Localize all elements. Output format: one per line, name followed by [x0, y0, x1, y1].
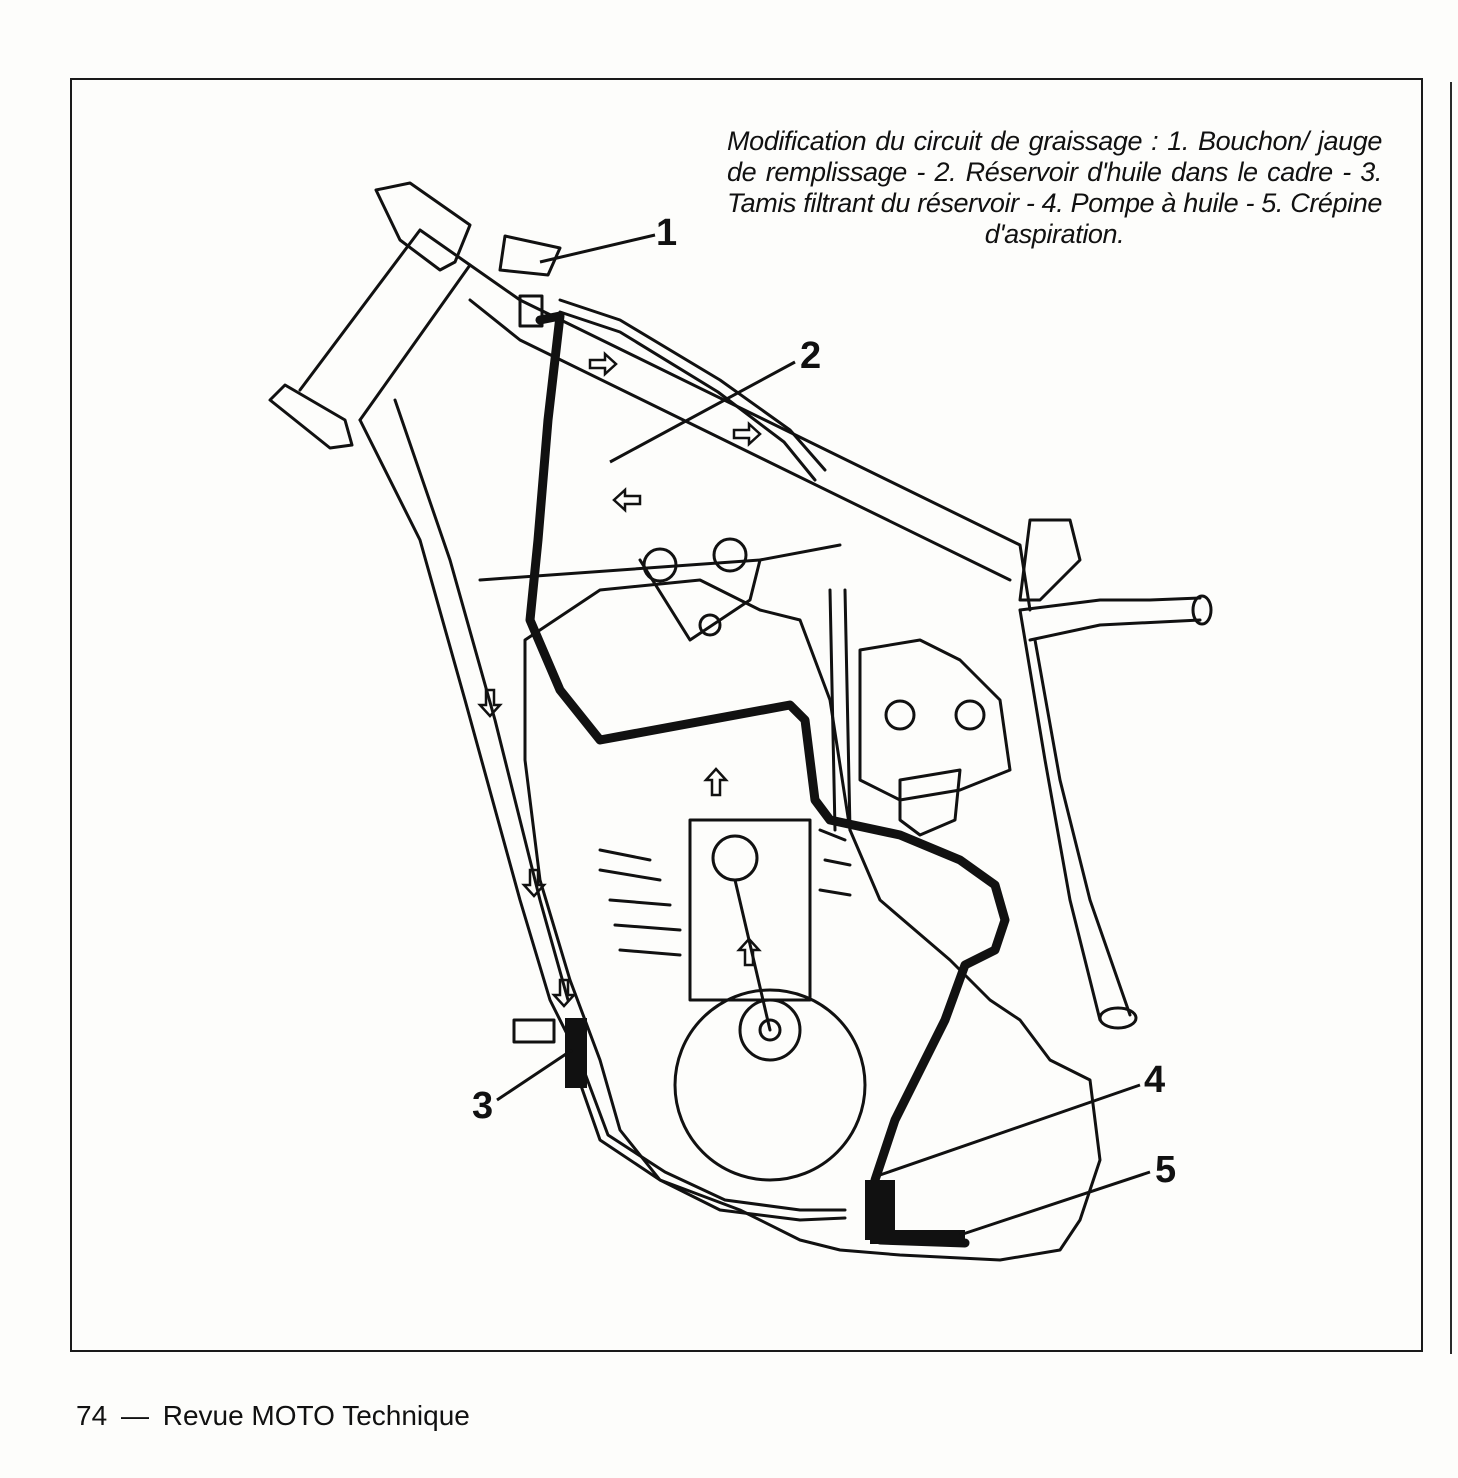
flow-arrow-icon [612, 487, 642, 513]
frame-tubes [358, 263, 1213, 1052]
figure-frame [70, 78, 1423, 1352]
callout-2: 2 [800, 335, 821, 377]
flow-arrow-icon [732, 421, 762, 447]
flow-arrow-icon [588, 351, 618, 377]
callout-3: 3 [472, 1085, 493, 1127]
flow-arrow-icon [521, 868, 547, 898]
page-number: 74 [76, 1400, 108, 1431]
flow-arrow-icon [703, 767, 729, 797]
callout-1: 1 [656, 212, 677, 254]
engine-block [523, 537, 1102, 1262]
callout-leaders [496, 233, 1151, 1237]
page-footer: 74 — Revue MOTO Technique [76, 1400, 470, 1432]
flow-arrows [477, 351, 762, 1008]
footer-separator: — [120, 1400, 149, 1431]
steering-head [268, 181, 562, 450]
publication-name: Revue MOTO Technique [162, 1400, 470, 1431]
flow-arrow-icon [736, 937, 762, 967]
page-margin-rule [1450, 82, 1452, 1354]
tank-strainer-fitting [512, 1018, 556, 1044]
flow-arrow-icon [551, 978, 577, 1008]
filler-cap [518, 294, 544, 328]
figure-caption: Modification du circuit de graissage : 1… [727, 126, 1382, 249]
suction-strainer [870, 1230, 965, 1244]
tank-strainer [565, 1018, 587, 1088]
oil-feed-line [525, 311, 1010, 1248]
callout-4: 4 [1144, 1059, 1165, 1101]
flow-arrow-icon [477, 688, 503, 718]
callout-5: 5 [1155, 1149, 1176, 1191]
oil-return-line [558, 298, 847, 1222]
